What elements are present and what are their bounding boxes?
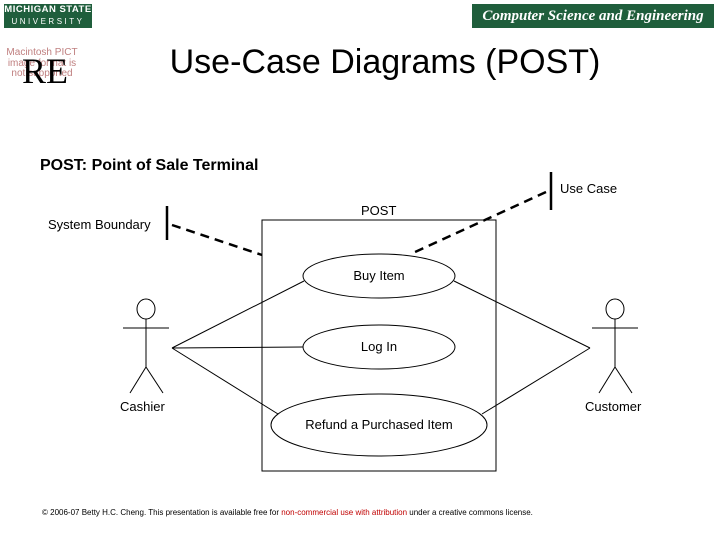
cse-banner-text: Computer Science and Engineering xyxy=(482,8,704,24)
slide-title: Use-Case Diagrams (POST) xyxy=(169,43,601,81)
association-customer-buy-item xyxy=(453,280,591,349)
use-case-label: Use Case xyxy=(560,181,618,196)
association-cashier-buy-item xyxy=(171,280,305,349)
system-boundary-callout xyxy=(165,206,263,257)
associations xyxy=(171,280,591,415)
footer-license-link[interactable]: non-commercial use with attribution xyxy=(281,508,408,517)
pict-placeholder-text: Macintosh PICT image format is not suppo… xyxy=(6,47,78,79)
association-cashier-refund xyxy=(171,347,279,415)
system-boundary-label: System Boundary xyxy=(48,217,151,232)
footer-text-c: under a creative commons license. xyxy=(407,508,533,517)
use-case-refund xyxy=(270,393,488,457)
actor-customer-label: Customer xyxy=(585,399,642,414)
association-customer-refund xyxy=(481,347,591,415)
system-boundary-box xyxy=(261,219,497,472)
actor-cashier-label: Cashier xyxy=(120,399,165,414)
use-case-refund-label: Refund a Purchased Item xyxy=(305,417,453,432)
copyright-footer: © 2006-07 Betty H.C. Cheng. This present… xyxy=(42,508,533,517)
use-case-log-in-label: Log In xyxy=(360,339,398,354)
use-case-buy-item xyxy=(302,253,456,299)
footer-text-a: © 2006-07 Betty H.C. Cheng. This present… xyxy=(42,508,282,517)
actor-cashier-figure xyxy=(123,298,169,394)
re-logo: RE xyxy=(22,51,69,91)
association-cashier-log-in xyxy=(171,346,304,349)
msu-logo xyxy=(4,4,92,28)
use-case-buy-item-label: Buy Item xyxy=(353,268,405,283)
slide-subtitle: POST: Point of Sale Terminal xyxy=(40,157,259,174)
msu-logo-line2: UNIVERSITY xyxy=(11,17,85,26)
system-name-label: POST xyxy=(361,203,397,218)
use-case-callout xyxy=(414,172,553,254)
actor-customer-figure xyxy=(592,298,638,394)
cse-banner xyxy=(472,4,714,28)
msu-logo-line1: MICHIGAN STATE xyxy=(4,4,92,15)
